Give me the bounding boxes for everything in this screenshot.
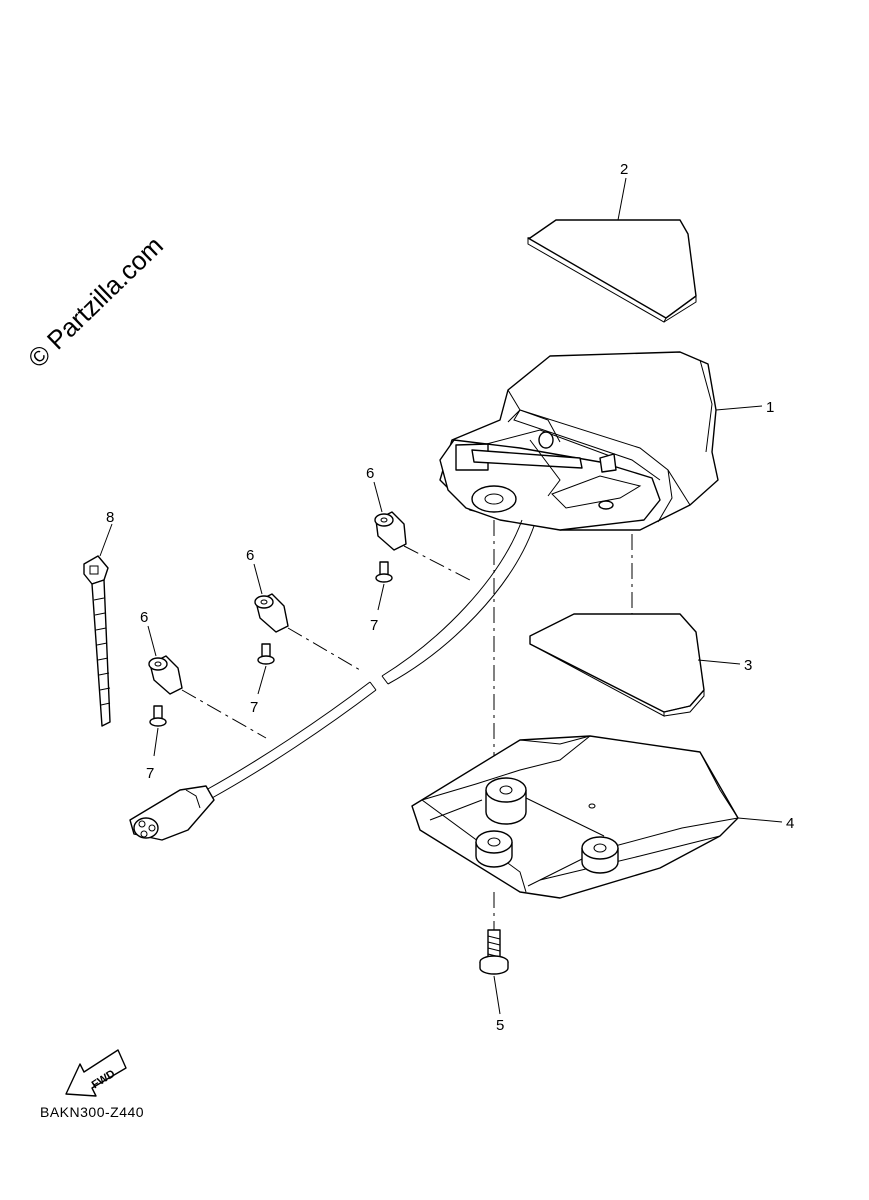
leader-4 xyxy=(737,817,783,823)
guide-clamp-mid xyxy=(287,627,361,671)
callout-4[interactable]: 4 xyxy=(786,815,794,832)
part-6-clamp-top[interactable] xyxy=(374,511,407,551)
callout-6c[interactable]: 6 xyxy=(140,609,148,626)
part-6-clamp-low[interactable] xyxy=(148,655,183,695)
guide-clamp-low xyxy=(181,689,267,739)
callout-6a[interactable]: 6 xyxy=(366,465,374,482)
guide-clamp-top xyxy=(403,545,471,581)
part-3-gasket[interactable] xyxy=(529,613,705,717)
leader-6b xyxy=(253,563,263,595)
leader-5 xyxy=(493,975,501,1015)
part-7-screw-low[interactable] xyxy=(149,705,167,727)
part-6-clamp-mid[interactable] xyxy=(254,593,289,633)
callout-8[interactable]: 8 xyxy=(106,509,114,526)
callout-7c[interactable]: 7 xyxy=(146,765,154,782)
leader-7a xyxy=(377,583,385,611)
fwd-arrow-icon: FWD xyxy=(65,1049,127,1097)
part-2-gasket[interactable] xyxy=(527,219,697,323)
part-5-screw[interactable] xyxy=(479,929,509,975)
diagram-code: BAKN300-Z440 xyxy=(40,1104,145,1120)
wire-harness[interactable] xyxy=(129,519,535,841)
part-8-cable-tie[interactable] xyxy=(83,555,111,727)
leader-3 xyxy=(697,659,741,665)
leader-7c xyxy=(153,727,159,757)
leader-1 xyxy=(715,405,763,411)
leader-2 xyxy=(617,177,627,221)
part-7-screw-top[interactable] xyxy=(375,561,393,583)
part-7-screw-mid[interactable] xyxy=(257,643,275,665)
leader-8 xyxy=(99,523,113,557)
leader-6a xyxy=(373,481,383,513)
callout-7a[interactable]: 7 xyxy=(370,617,378,634)
callout-1[interactable]: 1 xyxy=(766,399,774,416)
callout-3[interactable]: 3 xyxy=(744,657,752,674)
leader-7b xyxy=(257,665,267,695)
callout-7b[interactable]: 7 xyxy=(250,699,258,716)
callout-6b[interactable]: 6 xyxy=(246,547,254,564)
callout-5[interactable]: 5 xyxy=(496,1017,504,1034)
callout-2[interactable]: 2 xyxy=(620,161,628,178)
part-4-housing[interactable] xyxy=(411,735,739,899)
part-1-tail-light[interactable] xyxy=(439,351,719,531)
leader-6c xyxy=(147,625,157,657)
